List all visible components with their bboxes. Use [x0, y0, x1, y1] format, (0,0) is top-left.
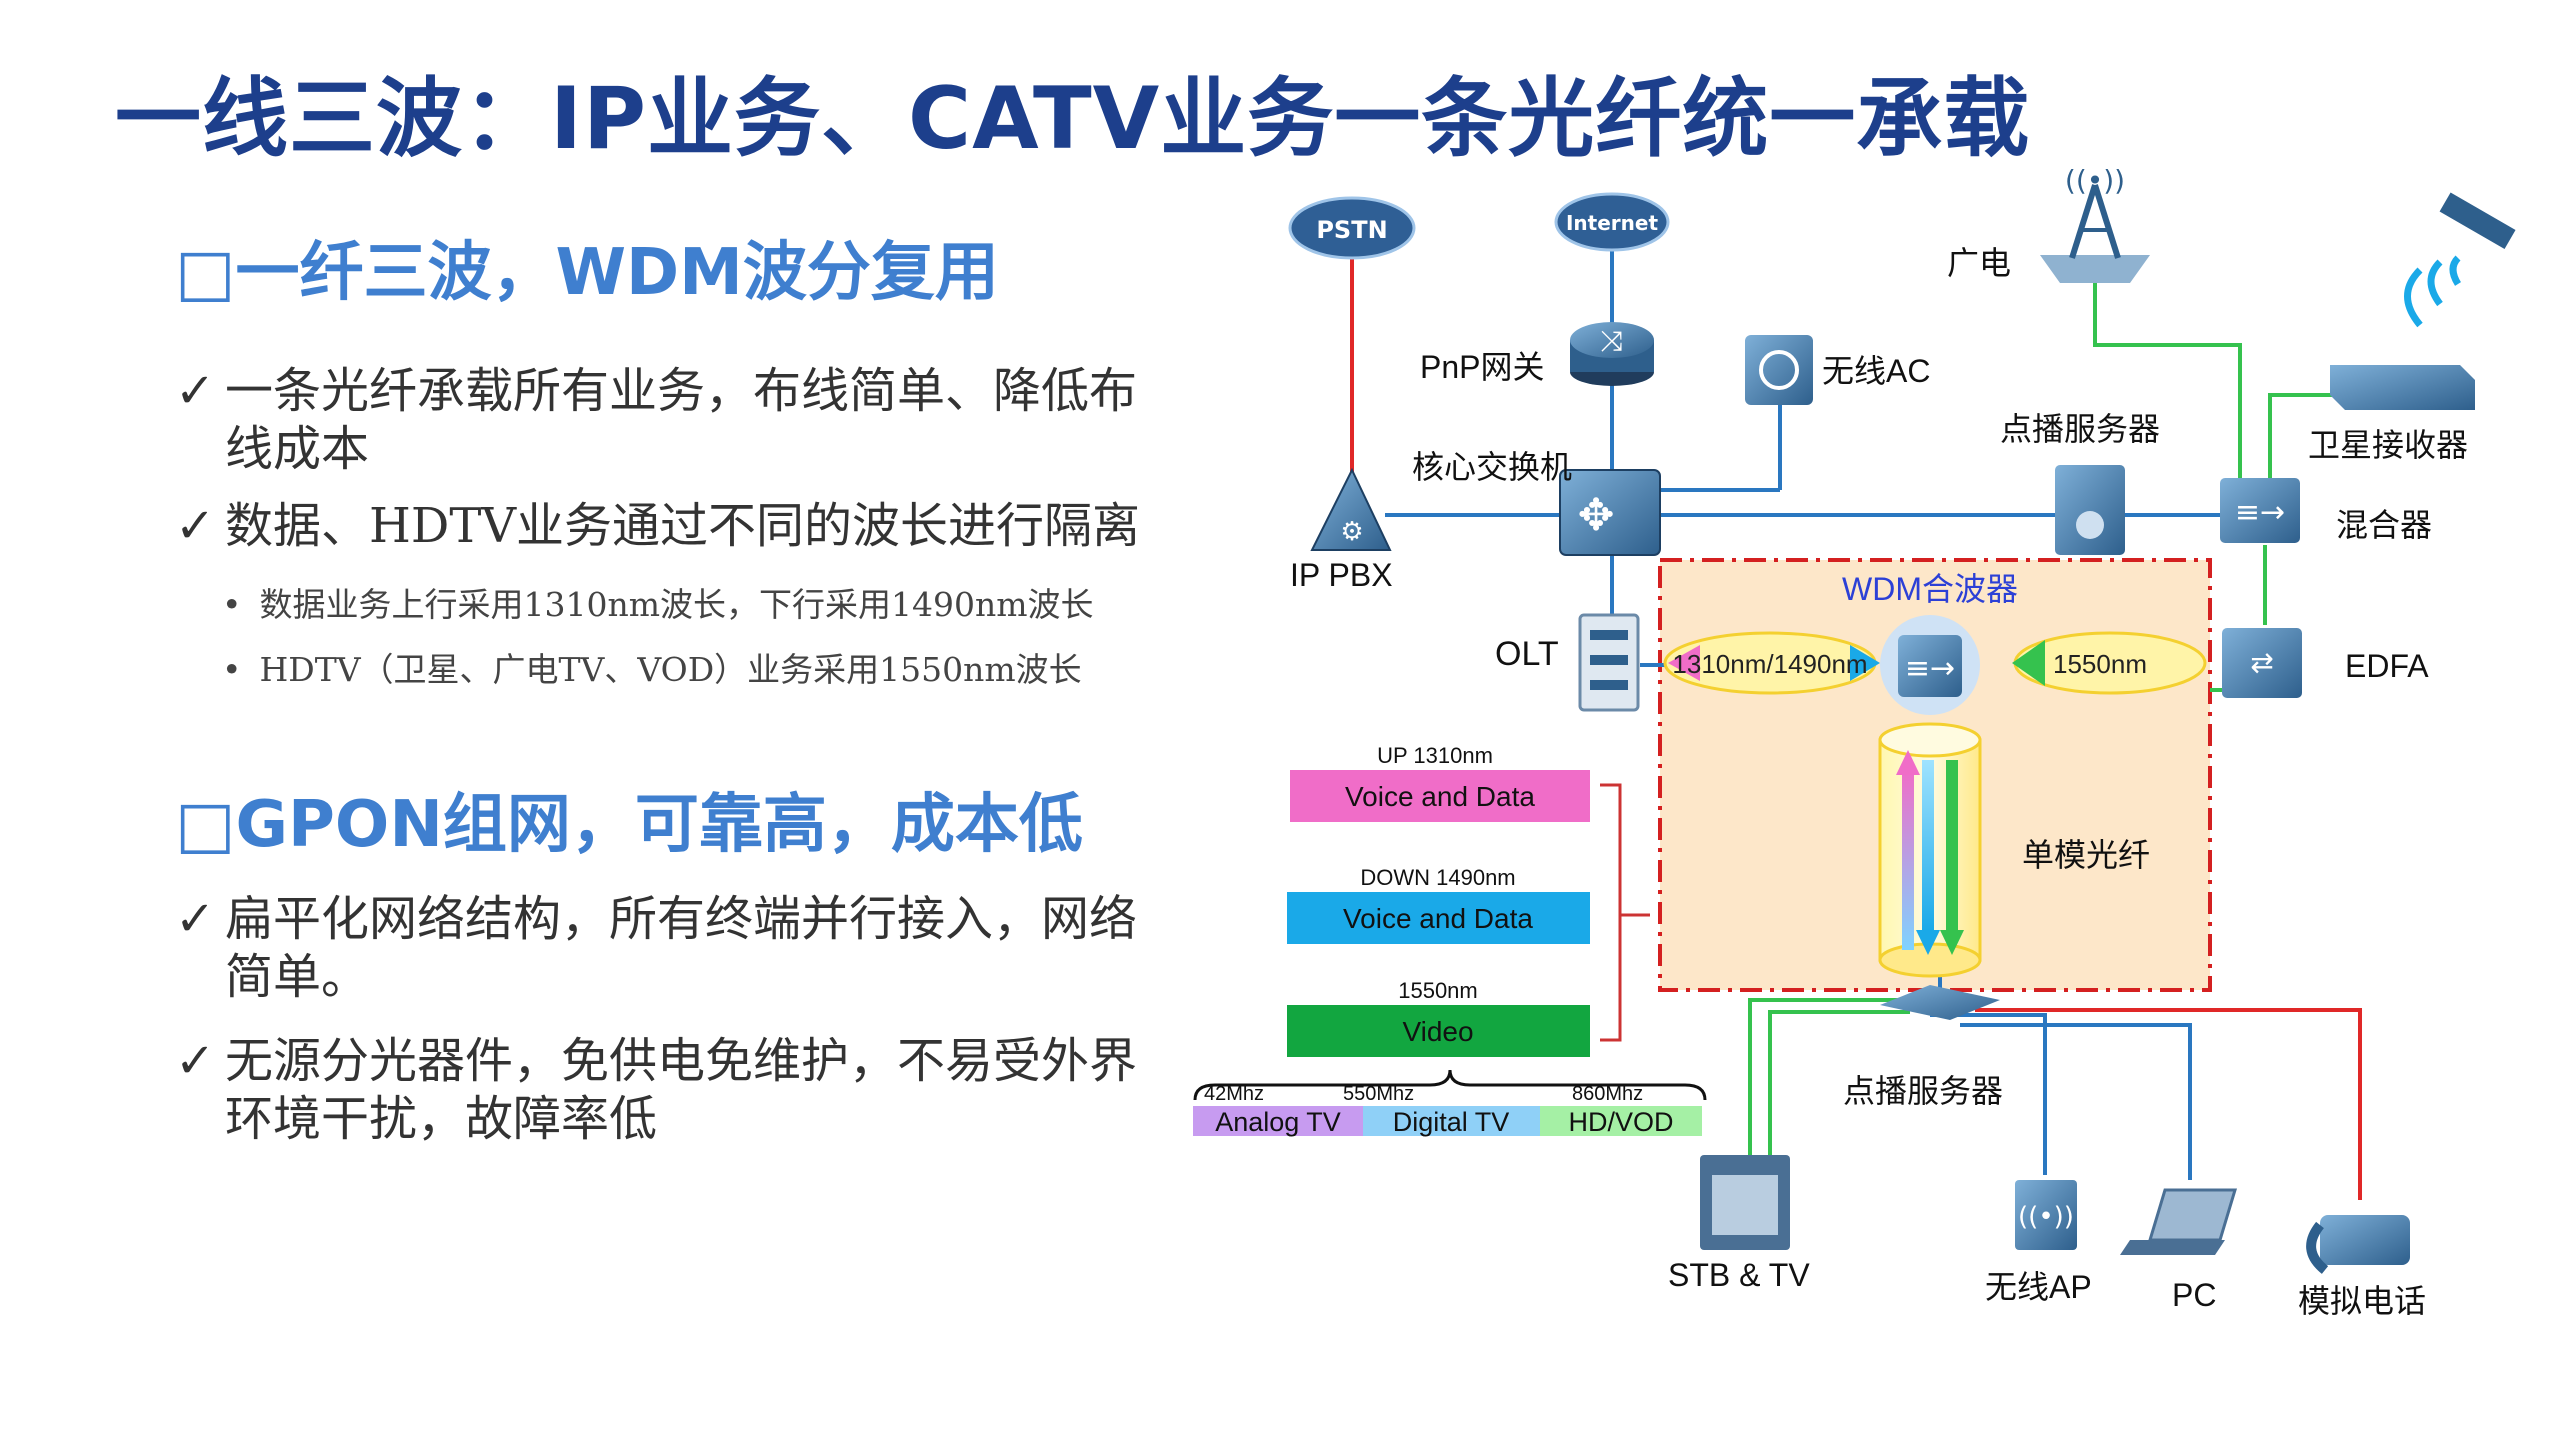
single-mode-fiber-label: 单模光纤	[2022, 837, 2150, 873]
svg-text:≡→: ≡→	[1905, 651, 1955, 686]
sub-bullet: •数据业务上行采用1310nm波长，下行采用1490nm波长	[222, 585, 1094, 624]
down-band	[1287, 892, 1590, 944]
svg-text:≡→: ≡→	[2235, 495, 2285, 530]
video-wavelength-label: 1550nm	[1398, 978, 1478, 1003]
arrow-left-icon	[1668, 645, 1700, 681]
bullet-item: ✓ 扁平化网络结构，所有终端并行接入，网络简单。	[175, 890, 1175, 1006]
bullet-item: ✓ 数据、HDTV业务通过不同的波长进行隔离	[175, 497, 1175, 555]
svg-text:✥: ✥	[1578, 490, 1615, 541]
wave-left-label: 1310nm/1490nm	[1672, 649, 1867, 679]
wdm-combiner-label: WDM合波器	[1842, 571, 2018, 607]
broadcast-label: 广电	[1947, 245, 2011, 281]
bullet-text: 数据、HDTV业务通过不同的波长进行隔离	[225, 498, 1141, 554]
arrow-left-green-icon	[2012, 640, 2045, 686]
up-band	[1290, 770, 1590, 822]
freq-860-label: 860Mhz	[1572, 1083, 1643, 1105]
bullet-item: ✓ 一条光纤承载所有业务，布线简单、降低布线成本	[175, 362, 1175, 478]
down-wavelength-label: DOWN 1490nm	[1360, 865, 1515, 890]
satellite-receiver-icon	[2330, 365, 2475, 410]
tv-icon	[1700, 1155, 1790, 1250]
arrow-right-icon	[1850, 645, 1880, 681]
router-icon: ⤨	[1570, 322, 1654, 386]
svg-text:((•)): ((•))	[2065, 164, 2125, 197]
pnp-gateway-label: PnP网关	[1420, 349, 1545, 385]
section-heading-gpon: □GPON组网，可靠高，成本低	[175, 788, 1083, 862]
wdm-device-icon: ≡→	[1880, 615, 1980, 715]
vod-server-bottom-label: 点播服务器	[1843, 1073, 2003, 1109]
edfa-label: EDFA	[2345, 648, 2429, 684]
pstn-label: PSTN	[1316, 216, 1387, 244]
phone-link	[1975, 1008, 2362, 1200]
ip-pbx-label: IP PBX	[1290, 557, 1393, 593]
spectrum-panel: UP 1310nm Voice and Data DOWN 1490nm Voi…	[1193, 743, 1707, 1137]
wireless-ap-label: 无线AP	[1985, 1269, 2092, 1305]
analog-band	[1193, 1106, 1363, 1136]
olt-label: OLT	[1495, 635, 1559, 673]
section-heading-wdm: □一纤三波，WDM波分复用	[175, 236, 999, 310]
check-icon: ✓	[175, 1033, 216, 1089]
stb-link-2	[1768, 1010, 1910, 1155]
analog-phone-label: 模拟电话	[2298, 1283, 2426, 1319]
bullet-item: ✓ 无源分光器件，免供电免维护，不易受外界环境干扰，故障率低	[175, 1032, 1175, 1148]
core-switch-label: 核心交换机	[1412, 449, 1572, 485]
analog-band-label: Analog TV	[1215, 1107, 1341, 1137]
freq-42-label: 42Mhz	[1204, 1083, 1264, 1105]
satellite-link	[2268, 393, 2340, 485]
internet-label: Internet	[1566, 211, 1658, 235]
up-band-label: Voice and Data	[1345, 781, 1535, 812]
ip-pbx-icon: ⚙	[1310, 467, 1392, 551]
hd-band-label: HD/VOD	[1568, 1107, 1673, 1137]
bullet-text: 无源分光器件，免供电免维护，不易受外界环境干扰，故障率低	[225, 1033, 1138, 1147]
bullet-text: 一条光纤承载所有业务，布线简单、降低布线成本	[225, 363, 1138, 477]
vod-server-icon	[2055, 465, 2125, 555]
sub-bullet-text: 数据业务上行采用1310nm波长，下行采用1490nm波长	[259, 585, 1094, 624]
vod-server-top-label: 点播服务器	[2000, 411, 2160, 447]
svg-text:⇄: ⇄	[2250, 646, 2273, 679]
svg-text:⤨: ⤨	[1601, 324, 1623, 357]
page-title: 一线三波：IP业务、CATV业务一条光纤统一承载	[115, 69, 2031, 169]
down-band-label: Voice and Data	[1343, 903, 1533, 934]
olt-icon	[1578, 613, 1640, 712]
hd-band	[1540, 1106, 1702, 1136]
fiber-cylinder-icon	[1878, 722, 1982, 978]
wireless-ac-label: 无线AC	[1822, 353, 1930, 389]
stb-tv-label: STB & TV	[1668, 1257, 1810, 1293]
check-icon: ✓	[175, 891, 216, 947]
check-icon: ✓	[175, 498, 216, 554]
broadcast-tower-icon: ((•))	[2040, 164, 2150, 283]
splitter-icon	[1880, 985, 2000, 1020]
pc-label: PC	[2172, 1277, 2216, 1313]
bullet-text: 扁平化网络结构，所有终端并行接入，网络简单。	[225, 891, 1138, 1005]
check-icon: ✓	[175, 363, 216, 419]
digital-band	[1363, 1106, 1540, 1136]
digital-band-label: Digital TV	[1393, 1107, 1510, 1137]
freq-550-label: 550Mhz	[1343, 1083, 1414, 1105]
laptop-icon	[2120, 1188, 2238, 1255]
svg-text:((•)): ((•))	[2018, 1202, 2074, 1232]
svg-text:⚙: ⚙	[1340, 517, 1363, 547]
stb-link	[1748, 998, 1900, 1155]
satellite-receiver-label: 卫星接收器	[2308, 427, 2468, 463]
ap-link	[1930, 1013, 2047, 1175]
satellite-icon	[2404, 192, 2516, 328]
broadcast-link	[2093, 283, 2242, 485]
internet-cloud-icon: Internet	[1554, 192, 1670, 252]
phone-icon	[2306, 1215, 2410, 1274]
mixer-icon: ≡→	[2220, 478, 2300, 543]
sub-bullet-text: HDTV（卫星、广电TV、VOD）业务采用1550nm波长	[259, 650, 1082, 689]
video-band	[1287, 1005, 1590, 1057]
edfa-icon: ⇄	[2222, 628, 2302, 698]
up-wavelength-label: UP 1310nm	[1377, 743, 1493, 768]
sub-bullet: •HDTV（卫星、广电TV、VOD）业务采用1550nm波长	[222, 650, 1082, 689]
core-switch-icon: ✥	[1559, 469, 1661, 556]
mixer-label: 混合器	[2336, 507, 2432, 543]
pstn-cloud-icon: PSTN	[1288, 196, 1416, 260]
wireless-ap-icon: ((•))	[2015, 1180, 2077, 1250]
video-band-label: Video	[1402, 1016, 1473, 1047]
pc-link	[1960, 1023, 2192, 1180]
wave-right-label: 1550nm	[2053, 649, 2147, 679]
wireless-ac-icon	[1745, 335, 1813, 405]
